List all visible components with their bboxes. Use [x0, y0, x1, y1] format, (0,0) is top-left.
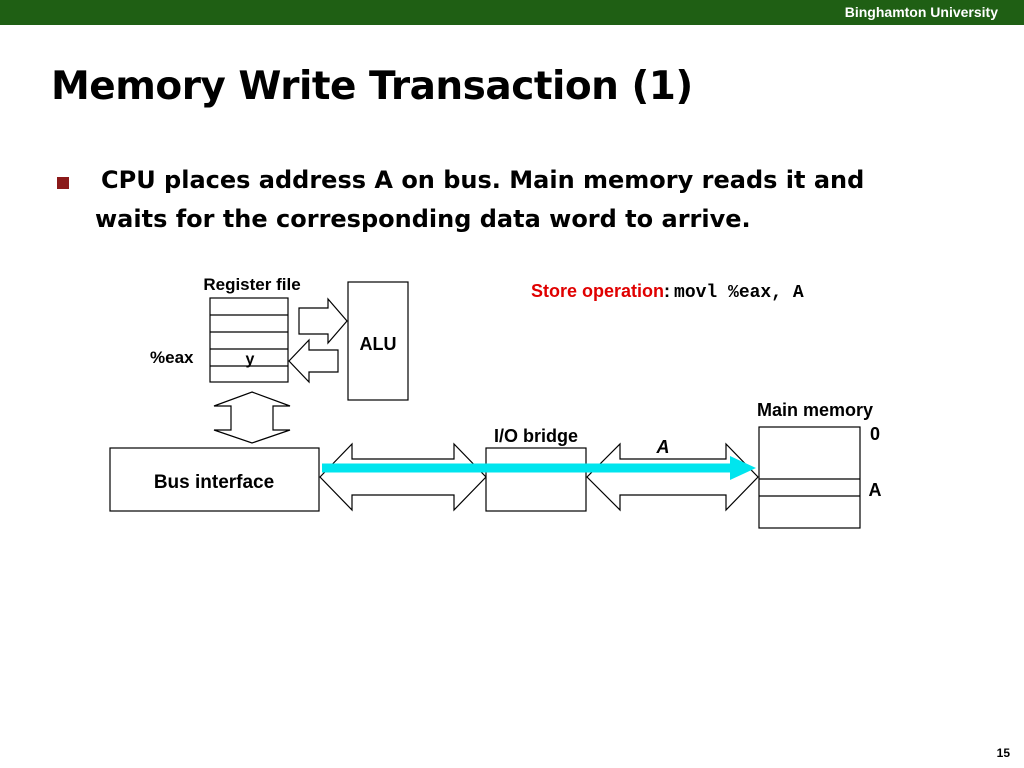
memory-address-a: A: [869, 480, 882, 500]
university-name: Binghamton University: [844, 4, 998, 20]
header-bar: Binghamton University: [0, 0, 1024, 25]
eax-value: y: [246, 351, 255, 368]
io-bridge-box: [485, 447, 587, 512]
main-memory-label: Main memory: [757, 400, 873, 420]
store-operation-label: Store operation: [531, 281, 665, 301]
main-memory: [758, 426, 861, 529]
regfile-to-alu-arrow: [298, 297, 348, 345]
register-file: [209, 297, 289, 383]
register-file-label: Register file: [203, 275, 300, 294]
address-flow-arrow: [322, 456, 756, 480]
bus-value-label: A: [656, 437, 670, 457]
alu-to-regfile-arrow: [288, 338, 339, 384]
bus-interface-label: Bus interface: [154, 472, 274, 493]
page-number: 15: [996, 746, 1010, 760]
eax-label: %eax: [150, 348, 194, 367]
bullet-marker-icon: [57, 177, 69, 189]
slide-title: Memory Write Transaction (1): [51, 64, 693, 109]
system-bus-arrow: [319, 442, 487, 512]
bullet-text: CPU places address A on bus. Main memory…: [95, 166, 865, 233]
memory-address-0: 0: [870, 424, 880, 444]
store-operation-colon: :: [664, 281, 671, 301]
store-operation: Store operation:movl %eax, A: [531, 281, 804, 303]
bus-interface-box: [109, 447, 320, 512]
regfile-bus-arrow: [213, 391, 291, 444]
alu-box: [347, 281, 409, 401]
io-bridge-label: I/O bridge: [494, 426, 578, 446]
store-operation-code: movl %eax, A: [674, 283, 804, 303]
memory-bus-arrow: [586, 442, 759, 512]
alu-label: ALU: [360, 334, 397, 354]
